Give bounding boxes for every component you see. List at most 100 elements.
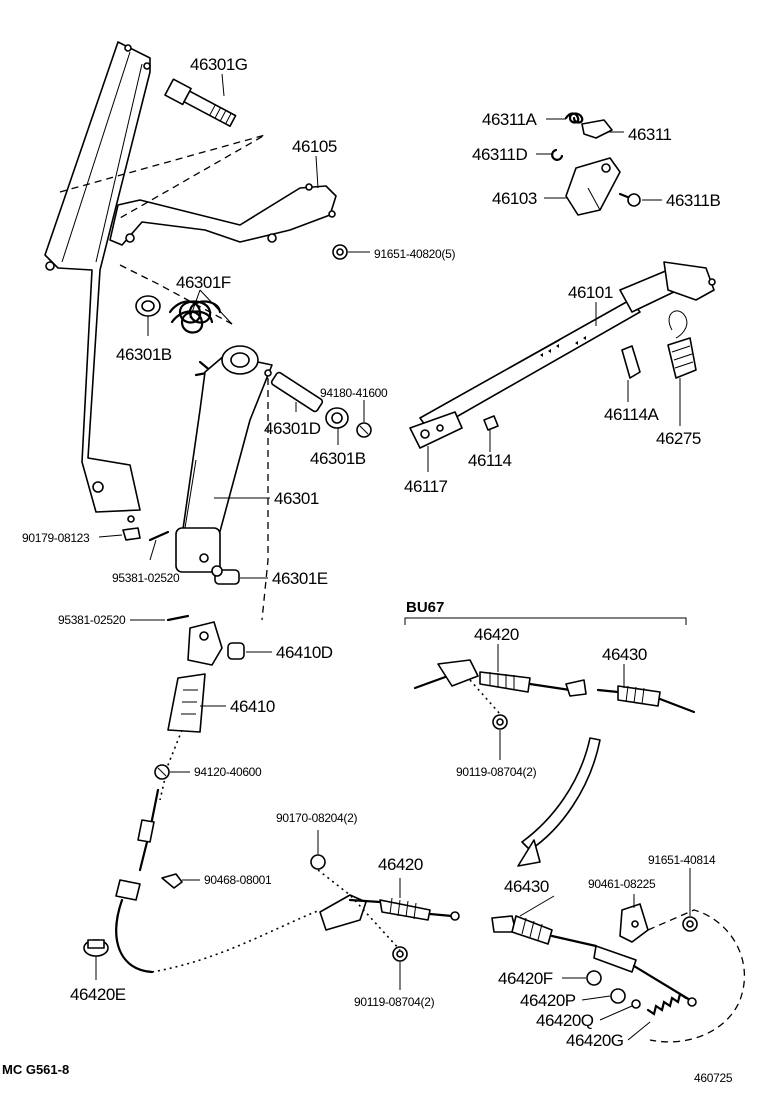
- nut-91651-40820: [332, 244, 348, 260]
- ring-46420Q: [631, 999, 641, 1009]
- pin-46114: [483, 415, 499, 431]
- figure-number: 460725: [694, 1071, 733, 1085]
- label-46301B-upper: 46301B: [116, 345, 172, 364]
- grommet-46420E: [83, 939, 109, 957]
- front-cable-46430-bu67: [596, 685, 696, 714]
- label-46420E: 46420E: [70, 985, 126, 1004]
- pin-95381-02520-lower: [166, 614, 190, 622]
- leader-lines: [95, 73, 691, 1041]
- label-46301: 46301: [274, 489, 319, 508]
- nut-94120-40600: [154, 764, 170, 780]
- label-46301G: 46301G: [190, 55, 248, 74]
- front-cable: [115, 788, 321, 974]
- spring-46301F: [168, 300, 222, 377]
- label-46420-bu67: 46420: [474, 625, 519, 644]
- left-bracket: [44, 41, 151, 513]
- label-46114: 46114: [468, 451, 512, 470]
- label-46420F: 46420F: [498, 969, 553, 988]
- washer-46420P: [610, 988, 626, 1004]
- bracket-46103: [565, 157, 621, 216]
- nut-90170-08204: [310, 854, 326, 870]
- label-46301F: 46301F: [176, 273, 231, 292]
- lower-right-guide: [647, 909, 745, 1043]
- nut-91651-40814: [682, 916, 698, 932]
- bushing-46301B-lower: [325, 407, 349, 429]
- pedal-support-bracket: [109, 183, 337, 246]
- nut-90119-08704-lower: [392, 946, 408, 962]
- bracket-90461-08225: [619, 903, 649, 943]
- footer-code: MC G561-8: [2, 1062, 69, 1077]
- label-46311D: 46311D: [472, 145, 528, 164]
- clevis-46410D-pin: [227, 642, 245, 660]
- assembly-line-bracket: [59, 134, 266, 219]
- bu67-guide: [469, 679, 501, 715]
- washer-46420F: [586, 970, 602, 986]
- label-46301B-lower: 46301B: [310, 449, 366, 468]
- handle-46117: [409, 411, 463, 449]
- front-cable-46430-lower: [491, 915, 598, 948]
- label-90170-08204: 90170-08204(2): [276, 811, 358, 825]
- clip-90179-08123: [122, 515, 141, 541]
- label-46301E: 46301E: [272, 569, 328, 588]
- label-91651-40820: 91651-40820(5): [374, 247, 456, 261]
- spring-46311A: [564, 112, 584, 124]
- label-46275: 46275: [656, 429, 701, 448]
- direction-arrow: [517, 737, 601, 867]
- label-46420P: 46420P: [520, 991, 576, 1010]
- label-46311: 46311: [628, 125, 672, 144]
- assembly-line-lever: [261, 378, 269, 621]
- pin-46311B: [618, 192, 641, 207]
- adjuster-46410: [167, 673, 206, 733]
- label-46103: 46103: [492, 189, 537, 208]
- bu67-bracket-line: [404, 617, 687, 625]
- cable-guide-line: [159, 729, 183, 801]
- label-46420-lower: 46420: [378, 855, 423, 874]
- knob-46311: [581, 119, 613, 139]
- label-46105: 46105: [292, 137, 337, 156]
- section-label-bu67: BU67: [406, 599, 444, 616]
- label-95381-02520-lower: 95381-02520: [58, 613, 126, 627]
- label-90119-08704-bu67: 90119-08704(2): [456, 765, 537, 779]
- equalizer-cable: [593, 945, 697, 1007]
- label-46430-lower: 46430: [504, 877, 549, 896]
- label-46311B: 46311B: [666, 191, 721, 210]
- part-labels: 46301G 46105 91651-40820(5) 46301F 46301…: [2, 55, 733, 1085]
- pin-46301E: [211, 565, 240, 585]
- rear-cable-46420-bu67: [413, 659, 587, 697]
- label-90119-08704-lower: 90119-08704(2): [354, 995, 435, 1009]
- label-46114A: 46114A: [604, 405, 660, 424]
- nut-94180-41600: [356, 422, 372, 438]
- label-46117: 46117: [404, 477, 448, 496]
- label-46430-bu67: 46430: [602, 645, 647, 664]
- label-46420G: 46420G: [566, 1031, 624, 1050]
- nut-90119-08704-bu67: [492, 714, 508, 730]
- label-95381-02520-upper: 95381-02520: [112, 571, 180, 585]
- label-94120-40600: 94120-40600: [194, 765, 262, 779]
- lower-cable-guide: [317, 869, 401, 951]
- label-94180-41600: 94180-41600: [320, 386, 388, 400]
- label-91651-40814: 91651-40814: [648, 853, 716, 867]
- tag-46275: [667, 310, 697, 379]
- pin-95381-02520-upper: [148, 530, 170, 542]
- brake-pedal-lever-46301: [175, 345, 273, 573]
- label-90461-08225: 90461-08225: [588, 877, 656, 891]
- bushing-46301B-upper: [135, 295, 161, 317]
- parking-lever-46101: [419, 261, 716, 433]
- spring-46420G: [646, 992, 688, 1016]
- label-46420Q: 46420Q: [536, 1011, 594, 1030]
- clip-46311D: [551, 148, 564, 161]
- label-90179-08123: 90179-08123: [22, 531, 90, 545]
- pin-46301D: [270, 371, 324, 413]
- rear-cable-46420-lower: [319, 894, 460, 931]
- label-46311A: 46311A: [482, 110, 538, 129]
- grommet-90468-08001: [161, 873, 183, 889]
- bolt-46301G: [164, 78, 237, 128]
- label-46301D: 46301D: [264, 419, 321, 438]
- label-90468-08001: 90468-08001: [204, 873, 272, 887]
- label-46101: 46101: [568, 283, 613, 302]
- clevis-upper: [187, 621, 223, 666]
- clip-46114A: [621, 345, 641, 379]
- label-46410: 46410: [230, 697, 275, 716]
- label-46410D: 46410D: [276, 643, 333, 662]
